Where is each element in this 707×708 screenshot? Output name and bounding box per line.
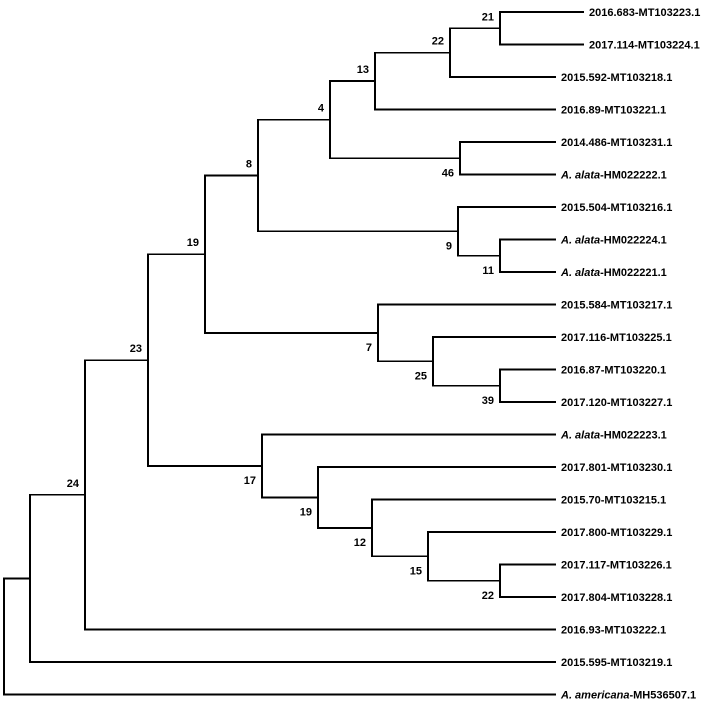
support-value: 24: [67, 478, 80, 490]
taxon-label: 2015.595-MT103219.1: [561, 657, 672, 669]
taxon-label: 2016.683-MT103223.1: [589, 7, 700, 19]
taxon-accession: -HM022221.1: [600, 267, 667, 279]
taxon-label: A. americana-MH536507.1: [560, 690, 696, 702]
support-value: 22: [482, 590, 494, 602]
taxon-accession: -HM022222.1: [600, 170, 667, 182]
taxon-species-name: A. americana: [560, 690, 629, 702]
taxon-label: 2015.504-MT103216.1: [561, 202, 672, 214]
taxon-species-name: A. alata: [560, 267, 600, 279]
taxon-label: 2016.89-MT103221.1: [561, 105, 666, 117]
support-value: 12: [354, 537, 366, 549]
support-value: 11: [482, 265, 494, 277]
support-value: 23: [130, 343, 142, 355]
support-value: 15: [410, 565, 422, 577]
taxon-species-name: A. alata: [560, 170, 600, 182]
taxon-label: A. alata-HM022221.1: [560, 267, 667, 279]
support-value: 9: [446, 240, 452, 252]
taxon-label: 2014.486-MT103231.1: [561, 137, 672, 149]
taxon-label: 2017.114-MT103224.1: [589, 40, 700, 52]
taxon-label: 2017.116-MT103225.1: [561, 332, 672, 344]
support-value: 17: [244, 475, 256, 487]
taxon-label: 2015.592-MT103218.1: [561, 72, 672, 84]
support-value: 25: [415, 370, 427, 382]
taxon-accession: -MH536507.1: [629, 690, 696, 702]
support-value: 46: [442, 167, 454, 179]
support-value: 39: [482, 395, 494, 407]
support-value: 8: [246, 159, 252, 171]
taxon-label: A. alata-HM022223.1: [560, 430, 667, 442]
support-value: 22: [432, 36, 444, 48]
support-value: 13: [357, 64, 369, 76]
taxon-label: 2017.120-MT103227.1: [561, 397, 672, 409]
taxon-label: A. alata-HM022224.1: [560, 235, 667, 247]
support-value: 4: [318, 103, 325, 115]
taxon-label: 2017.117-MT103226.1: [561, 560, 672, 572]
taxon-label: 2016.87-MT103220.1: [561, 365, 666, 377]
taxon-species-name: A. alata: [560, 235, 600, 247]
support-value: 21: [482, 11, 494, 23]
taxon-label: A. alata-HM022222.1: [560, 170, 667, 182]
taxon-species-name: A. alata: [560, 430, 600, 442]
taxon-label: 2016.93-MT103222.1: [561, 625, 666, 637]
support-value: 7: [366, 342, 372, 354]
taxon-accession: -HM022223.1: [600, 430, 667, 442]
support-value: 19: [300, 506, 312, 518]
taxon-label: 2017.804-MT103228.1: [561, 592, 672, 604]
taxon-label: 2015.584-MT103217.1: [561, 300, 672, 312]
taxon-accession: -HM022224.1: [600, 235, 667, 247]
support-value: 19: [187, 237, 199, 249]
taxon-label: 2017.800-MT103229.1: [561, 527, 672, 539]
taxon-label: 2015.70-MT103215.1: [561, 495, 666, 507]
taxon-label: 2017.801-MT103230.1: [561, 462, 672, 474]
